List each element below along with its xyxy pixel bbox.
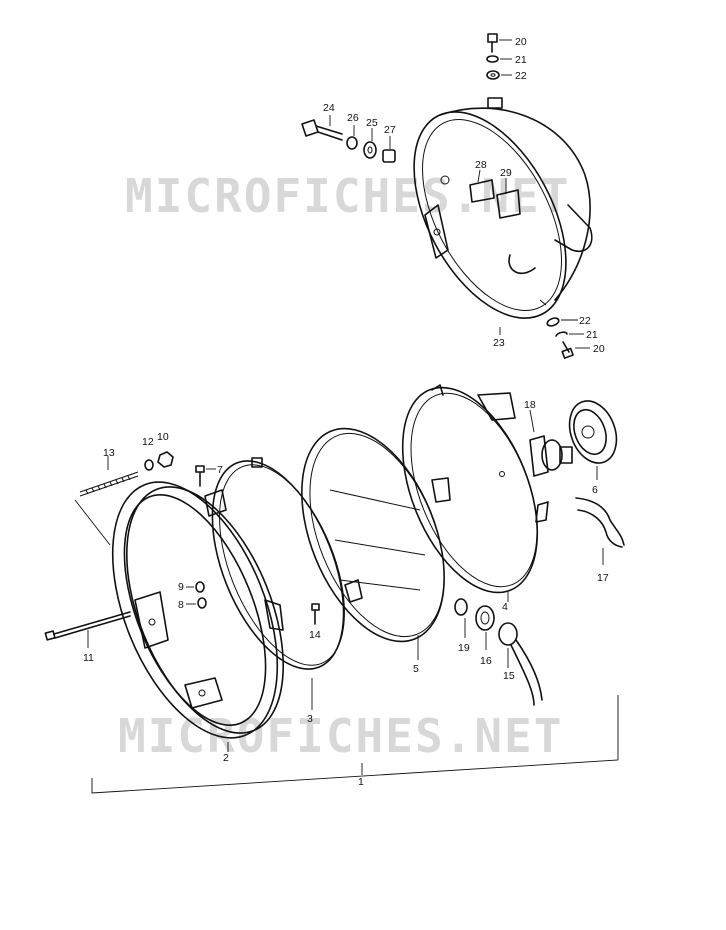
mounting-cushion — [363, 128, 377, 159]
callout-11: 11 — [83, 652, 94, 664]
callout-5: 5 — [413, 663, 419, 675]
spring-washer-8 — [186, 597, 207, 609]
adjusting-screw-9 — [186, 581, 205, 593]
lock-washer-bottom — [555, 331, 584, 337]
housing-bolt-top — [487, 33, 512, 53]
washer-top — [486, 70, 512, 80]
pilot-lamp-bulb — [454, 598, 468, 638]
mounting-bolt — [301, 115, 343, 141]
callout-25: 25 — [366, 117, 378, 129]
headlamp-housing — [413, 97, 593, 319]
mounting-washer — [346, 125, 358, 150]
mounting-collar — [382, 136, 396, 163]
callout-20-bottom: 20 — [593, 343, 605, 355]
pilot-lamp-wire — [498, 622, 543, 706]
socket-cover — [568, 400, 618, 480]
callout-9: 9 — [178, 581, 184, 593]
callout-26: 26 — [347, 112, 359, 124]
mounting-ring — [204, 457, 345, 670]
callout-28: 28 — [475, 159, 487, 171]
callout-22-bottom: 22 — [579, 315, 591, 327]
callout-10: 10 — [157, 431, 169, 443]
callout-27: 27 — [384, 124, 396, 136]
callout-22-top: 22 — [515, 70, 527, 82]
callout-24: 24 — [323, 102, 335, 114]
adjusting-screw-11 — [44, 611, 131, 648]
housing-bolt-bottom — [561, 341, 590, 359]
callout-12: 12 — [142, 436, 154, 448]
adjusting-spring — [79, 456, 139, 497]
headlamp-bulb — [529, 409, 573, 477]
wire-harness — [575, 497, 625, 565]
pilot-lamp-socket — [475, 605, 495, 650]
callout-23: 23 — [493, 337, 505, 349]
callout-3: 3 — [307, 713, 313, 725]
headlamp-rim — [111, 481, 285, 739]
callout-2: 2 — [223, 752, 229, 764]
headlamp-lens — [301, 427, 451, 643]
callout-14: 14 — [309, 629, 321, 641]
callout-20-top: 20 — [515, 36, 527, 48]
leader-28 — [477, 169, 481, 183]
watermark-bottom: MICROFICHES.NET — [118, 709, 563, 763]
assembly-bracket — [74, 499, 619, 794]
callout-29: 29 — [500, 167, 512, 179]
callout-15: 15 — [503, 670, 515, 682]
callout-4: 4 — [502, 601, 508, 613]
lock-washer-top — [486, 55, 512, 63]
callout-7: 7 — [217, 464, 223, 476]
callout-1: 1 — [358, 776, 364, 788]
nut-10 — [157, 451, 174, 468]
callout-18: 18 — [524, 399, 536, 411]
callout-16: 16 — [480, 655, 492, 667]
mounting-screw-7 — [195, 465, 216, 487]
callout-6: 6 — [592, 484, 598, 496]
screw-14 — [311, 603, 320, 625]
reflector-case — [401, 384, 549, 594]
callout-21-top: 21 — [515, 54, 527, 66]
callout-8: 8 — [178, 599, 184, 611]
washer-12 — [144, 459, 154, 471]
callout-19: 19 — [458, 642, 470, 654]
callout-17: 17 — [597, 572, 609, 584]
washer-bottom — [546, 317, 578, 327]
callout-13: 13 — [103, 447, 115, 459]
callout-21-bottom: 21 — [586, 329, 598, 341]
